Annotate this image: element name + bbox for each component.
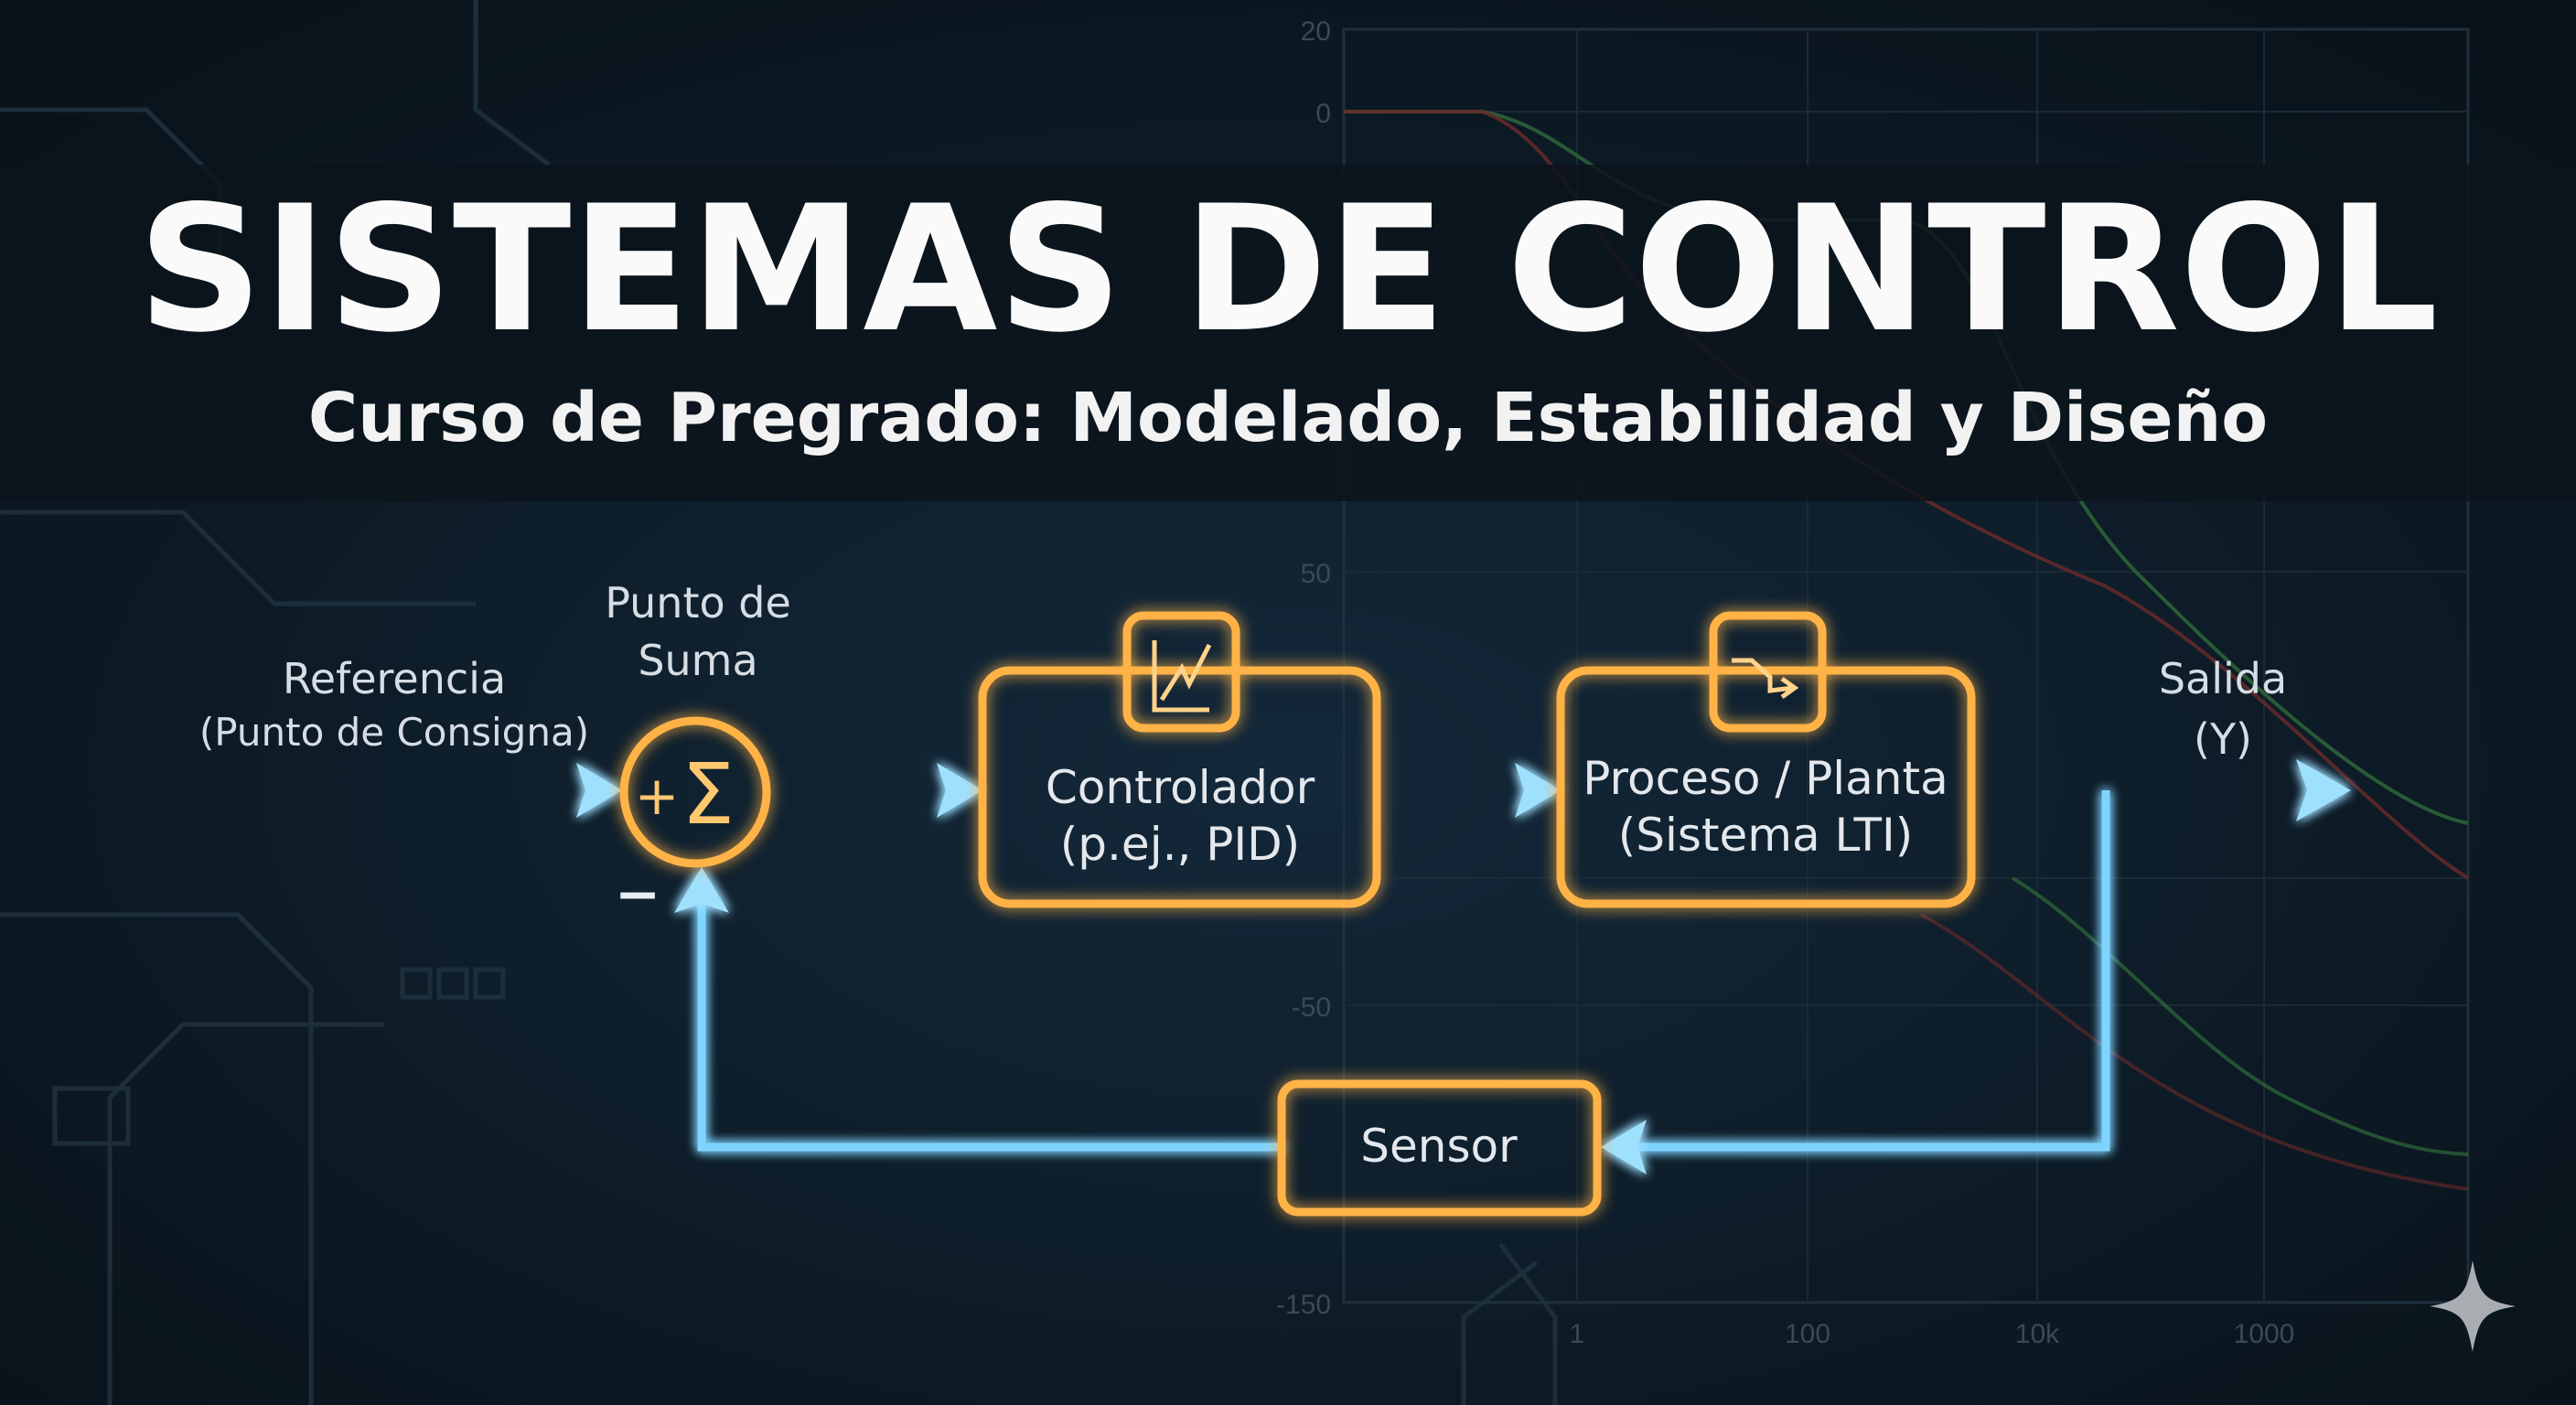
x-tick: 1000 [2234, 1319, 2295, 1349]
title-band [0, 165, 2576, 501]
process-sublabel: (Sistema LTI) [1618, 809, 1914, 862]
summing-label-line1: Punto de [605, 578, 791, 627]
controller-sublabel: (p.ej., PID) [1060, 818, 1300, 871]
arrowheads [576, 759, 2351, 1174]
controller-label: Controlador [1046, 761, 1315, 814]
output-label: Salida [2159, 654, 2287, 703]
output-sublabel: (Y) [2194, 714, 2252, 764]
y-tick: 50 [1301, 559, 1331, 589]
sigma-symbol: Σ [682, 745, 735, 843]
sensor-label: Sensor [1360, 1120, 1518, 1173]
process-label: Proceso / Planta [1583, 752, 1948, 805]
sparkle-icon [2430, 1260, 2516, 1352]
circuit-traces [0, 0, 1558, 1405]
x-tick: 1 [1570, 1319, 1585, 1349]
plus-sign: + [635, 765, 680, 827]
page-title: SISTEMAS DE CONTROL [138, 168, 2439, 370]
summing-label-line2: Suma [638, 636, 757, 685]
arrow-to-process [1515, 763, 1561, 818]
line-chart-icon [1122, 611, 1240, 733]
y-tick: -50 [1292, 992, 1331, 1023]
arrow-output [2296, 759, 2351, 821]
arrow-to-sum [576, 763, 622, 818]
x-tick: 100 [1785, 1319, 1830, 1349]
arrow-to-controller [937, 763, 982, 818]
minus-sign: − [615, 863, 660, 927]
arrow-to-sensor [1601, 1120, 1647, 1174]
y-tick: -150 [1276, 1290, 1331, 1320]
controller-block: Controlador (p.ej., PID) [978, 611, 1381, 908]
signal-lines [227, 759, 2351, 1174]
sensor-block: Sensor [1277, 1079, 1602, 1217]
input-label: Referencia [283, 654, 506, 703]
process-block: Proceso / Planta (Sistema LTI) [1556, 611, 1976, 908]
step-response-icon [1709, 611, 1827, 733]
arrow-feedback [674, 867, 729, 913]
input-sublabel: (Punto de Consigna) [199, 710, 589, 755]
y-tick: 20 [1301, 16, 1331, 47]
x-tick: 10k [2015, 1319, 2060, 1349]
y-tick: 0 [1315, 99, 1331, 129]
summing-junction: + Σ − [615, 716, 771, 927]
page-subtitle: Curso de Pregrado: Modelado, Estabilidad… [308, 379, 2268, 457]
